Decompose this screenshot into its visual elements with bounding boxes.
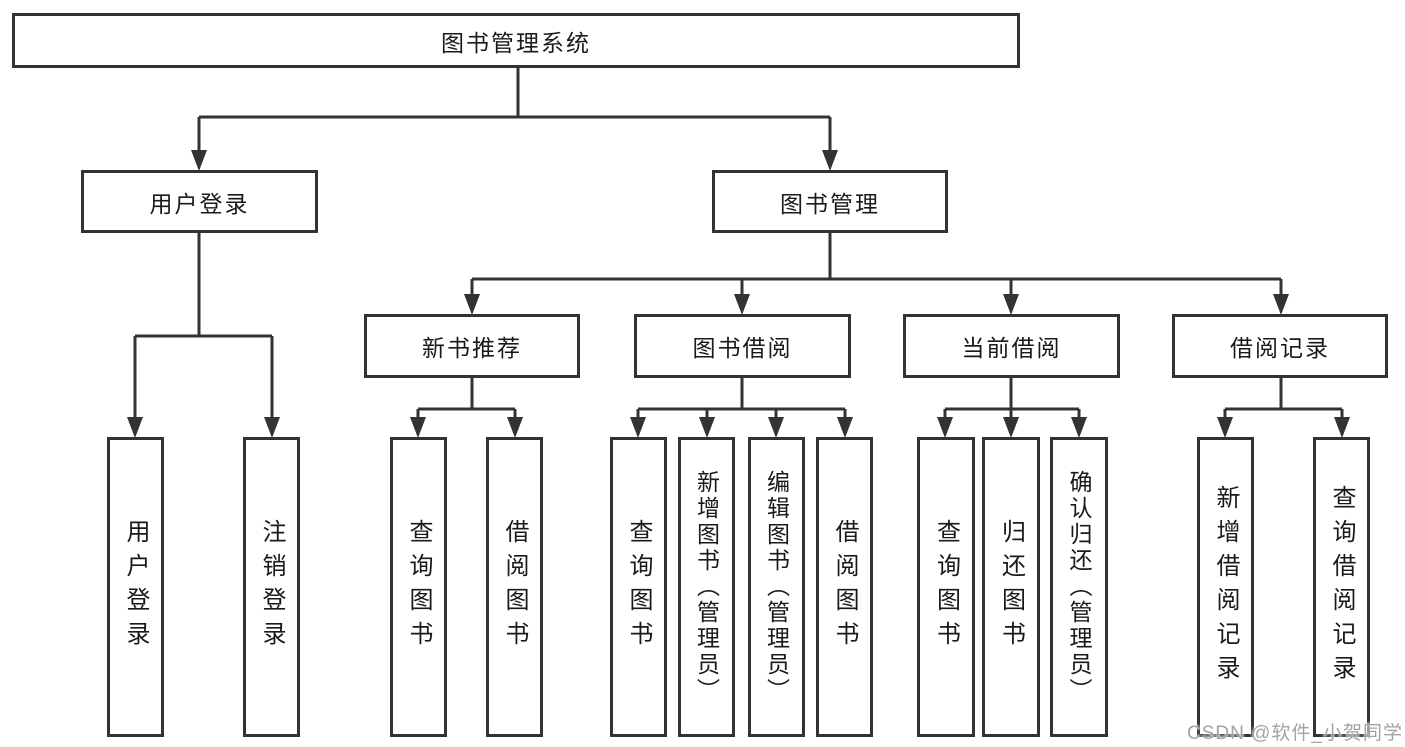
leaf-label: 编辑图书（管理员） [763,470,790,704]
node-new-book-recommend: 新书推荐 [364,314,580,378]
node-label: 新书推荐 [422,335,522,361]
node-label: 用户登录 [149,190,250,217]
leaf-label: 注销登录 [258,519,285,655]
leaf-label: 新增借阅记录 [1212,485,1239,689]
leaf-query-book-recommend: 查询图书 [390,437,447,737]
leaf-user-login: 用户登录 [107,437,164,737]
node-borrow-records: 借阅记录 [1172,314,1388,378]
leaf-confirm-return-admin: 确认归还（管理员） [1050,437,1108,737]
leaf-label: 查询图书 [932,519,960,655]
leaf-logout: 注销登录 [243,437,300,737]
leaf-label: 确认归还（管理员） [1066,470,1092,704]
csdn-watermark: CSDN @软件_小贺同学 [1187,723,1403,744]
leaf-label: 新增图书（管理员） [693,470,720,704]
leaf-query-borrow-record: 查询借阅记录 [1313,437,1370,737]
node-book-borrow: 图书借阅 [634,314,851,378]
leaf-label: 查询图书 [625,519,652,655]
edge-lines [133,68,1344,418]
leaf-label: 查询图书 [405,519,432,655]
leaf-add-book-admin: 新增图书（管理员） [678,437,735,737]
leaf-borrow-book-recommend: 借阅图书 [486,437,543,737]
node-root: 图书管理系统 [12,13,1020,68]
leaf-add-borrow-record: 新增借阅记录 [1197,437,1254,737]
leaf-label: 用户登录 [122,519,149,655]
leaf-label: 归还图书 [997,519,1025,655]
leaf-label: 借阅图书 [501,519,528,655]
node-label: 当前借阅 [961,335,1062,361]
leaf-label: 借阅图书 [831,519,858,655]
node-label: 借阅记录 [1230,335,1330,361]
node-label: 图书借阅 [692,335,793,361]
leaf-return-book: 归还图书 [982,437,1040,737]
node-label: 图书管理 [780,190,880,217]
leaf-edit-book-admin: 编辑图书（管理员） [748,437,805,737]
leaf-query-book-current: 查询图书 [917,437,975,737]
node-current-borrow: 当前借阅 [903,314,1120,378]
node-user-login-branch: 用户登录 [81,170,318,233]
node-book-management: 图书管理 [712,170,948,233]
leaf-query-book-borrow: 查询图书 [610,437,667,737]
arrow-heads [127,150,1350,438]
node-root-label: 图书管理系统 [441,29,591,56]
leaf-label: 查询借阅记录 [1328,485,1355,689]
leaf-borrow-book: 借阅图书 [816,437,873,737]
